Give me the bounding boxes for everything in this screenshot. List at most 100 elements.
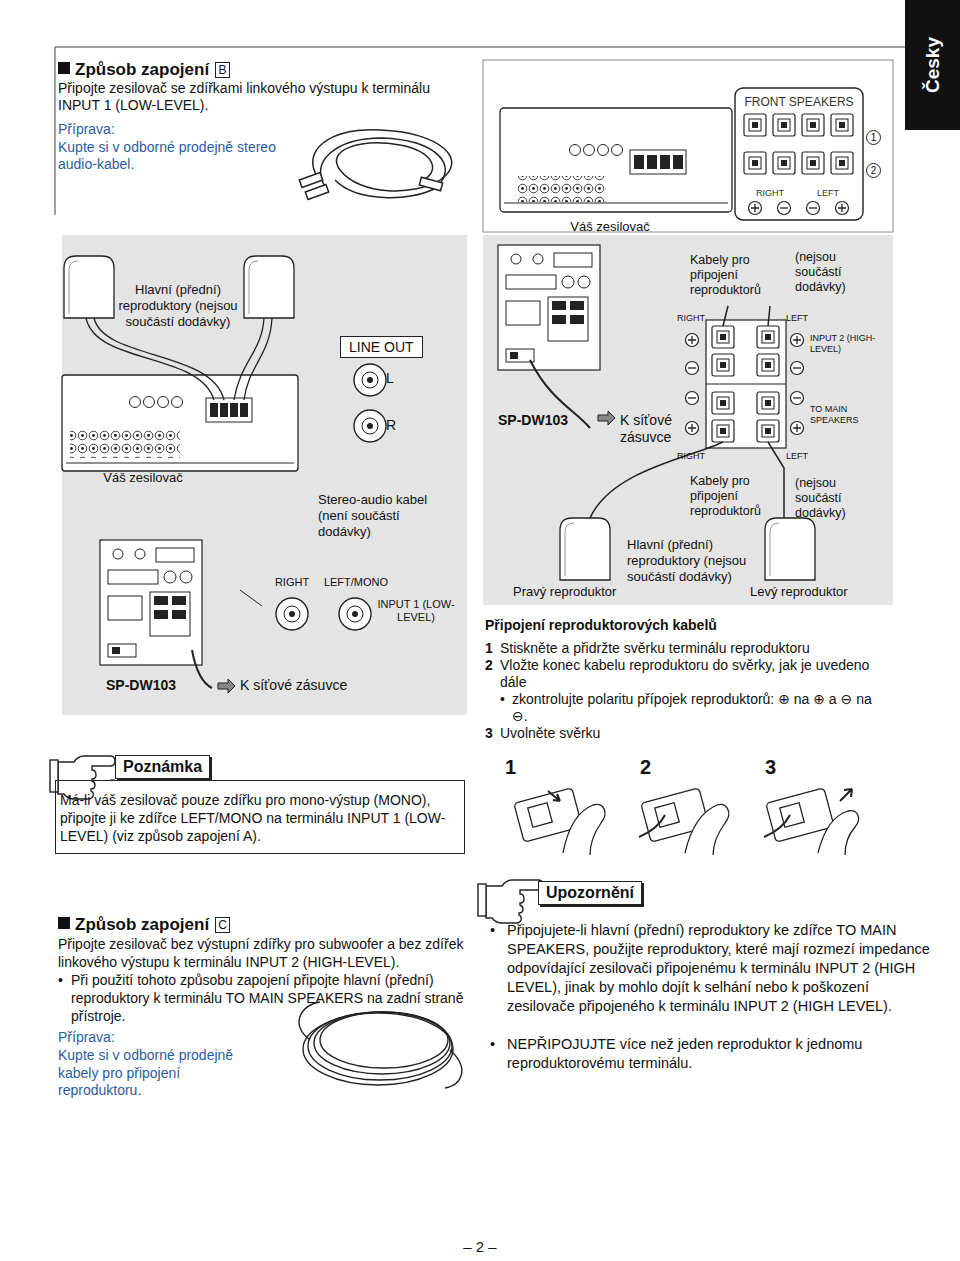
audio-cable <box>299 172 322 187</box>
note-tab: Poznámka <box>115 755 210 779</box>
channel-label: LEFT <box>777 451 817 462</box>
pointing-hand-icon <box>478 880 543 923</box>
bullet-text: • <box>490 921 495 940</box>
channel-label: RIGHT <box>671 451 711 462</box>
terminal-label-text: TO MAIN SPEAKERS <box>810 404 870 426</box>
audio-cable <box>320 138 445 198</box>
node-text: C <box>218 919 227 931</box>
pointing-hand-icon <box>50 756 543 923</box>
method-c-panel <box>712 420 734 442</box>
step-text: Uvolněte svěrku <box>500 725 720 742</box>
method-b-panel <box>352 611 358 617</box>
circled-number: 2 <box>866 163 881 178</box>
instruction-text-text: Při použití tohoto způsobu zapojení přip… <box>71 971 467 1025</box>
terminal-label-text: INPUT 1 (LOW-LEVEL) <box>376 598 456 624</box>
method-c-panel <box>686 362 699 375</box>
audio-cable <box>313 130 452 191</box>
speaker-terminal-panel <box>802 152 824 174</box>
instruction-text: Při použití tohoto způsobu zapojení přip… <box>71 971 467 1025</box>
method-b-panel <box>362 418 378 434</box>
method-b-panel <box>210 403 218 417</box>
node-text: Poznámka <box>123 758 202 775</box>
node-text: Má-li váš zesilovač pouze zdířku pro mon… <box>60 792 445 844</box>
bullet-text: • <box>490 1035 495 1054</box>
amplifier-drawing <box>518 176 606 202</box>
method-b-panel <box>62 235 467 715</box>
method-b-panel <box>100 540 202 665</box>
cable-caption-text: Stereo-audio kabel (není součástí dodávk… <box>318 492 436 540</box>
method-b-panel <box>220 403 228 417</box>
instruction-text: Připojte zesilovač se zdířkami linkového… <box>58 80 468 114</box>
step-number-text: 3 <box>485 725 493 742</box>
method-c-panel <box>712 326 734 348</box>
step-illustration <box>818 811 859 855</box>
device-caption: Váš zesilovač <box>554 219 666 235</box>
language-tab: Česky <box>905 0 960 130</box>
step-text: Stiskněte a přidržte svěrku terminálu re… <box>500 640 890 657</box>
step-text: zkontrolujte polaritu přípojek reprodukt… <box>512 691 887 725</box>
model-name-text: SP-DW103 <box>106 677 176 694</box>
method-c-panel <box>791 362 804 375</box>
channel-label-text: LEFT <box>786 313 808 324</box>
method-b-panel <box>66 463 294 464</box>
device-caption: Váš zesilovač <box>83 470 203 486</box>
node-text: 2 <box>871 166 877 176</box>
method-c-panel <box>723 306 728 326</box>
speaker-terminal-panel <box>773 152 795 174</box>
method-c-panel <box>706 384 786 385</box>
channel-label: RIGHT <box>671 313 711 324</box>
preparation-text: Kupte si v odborné prodejně stereo audio… <box>58 139 278 173</box>
preparation-text-text: Kupte si v odborné prodejně stereo audio… <box>58 139 278 173</box>
speaker-terminal-panel <box>735 88 863 220</box>
preparation-text: Kupte si v odborné prodejně kabely pro p… <box>58 1047 248 1100</box>
amplifier-drawing <box>660 155 670 169</box>
page-number: – 2 – <box>440 1238 520 1256</box>
method-b-panel <box>284 606 300 622</box>
jack-label-text: R <box>386 417 396 433</box>
model-name: SP-DW103 <box>106 677 206 694</box>
preparation-heading-text: Příprava: <box>58 1029 115 1047</box>
device-caption-text: Váš zesilovač <box>570 219 649 235</box>
node-text: B <box>218 64 226 76</box>
method-b-panel <box>347 606 363 622</box>
method-c-panel <box>483 235 893 605</box>
amplifier-drawing <box>630 150 686 174</box>
caution-tab: Upozornění <box>538 881 642 905</box>
step-number: 3 <box>485 725 498 742</box>
method-b-panel <box>172 397 183 408</box>
power-caption: K síťové zásuvce <box>240 677 380 694</box>
step-text-text: Vložte konec kabelu reproduktoru do svěr… <box>500 657 885 691</box>
bullet-text: • <box>58 971 63 989</box>
terminal-label: INPUT 2 (HIGH-LEVEL) <box>810 333 880 355</box>
model-name: SP-DW103 <box>498 412 588 429</box>
step-number-text: 1 <box>485 640 493 657</box>
amplifier-drawing <box>612 145 623 156</box>
power-caption-text: K síťové zásuvce <box>620 412 684 446</box>
method-c-panel <box>712 354 734 376</box>
step-text-text: zkontrolujte polaritu přípojek reprodukt… <box>512 691 887 725</box>
step-illustration <box>639 788 729 855</box>
method-b-panel <box>289 611 295 617</box>
power-caption: K síťové zásuvce <box>620 412 684 446</box>
cable-caption: Stereo-audio kabel (není součástí dodávk… <box>318 492 436 540</box>
step-illustration <box>764 788 859 855</box>
step-illustration <box>764 815 790 837</box>
speaker-caption-text: Pravý reproduktor <box>513 584 616 600</box>
method-c-panel <box>706 320 786 448</box>
preparation-heading: Příprava: <box>58 121 258 138</box>
method-b-panel <box>130 397 141 408</box>
speaker-cable-coil <box>299 1002 462 1088</box>
speaker-terminal-panel <box>807 202 820 215</box>
section-heading: Způsob zapojení <box>75 60 275 80</box>
preparation-text-text: Kupte si v odborné prodejně kabely pro p… <box>58 1047 248 1100</box>
jack-label-text: RIGHT <box>275 576 309 589</box>
jack-label: R <box>386 417 402 433</box>
method-c-panel <box>686 392 699 405</box>
preparation-heading-text: Příprava: <box>58 121 115 138</box>
amplifier-drawing <box>500 108 732 212</box>
instruction-text-text: Připojte zesilovač bez výstupní zdířky p… <box>58 935 468 971</box>
speaker-terminal-panel <box>735 88 863 220</box>
speaker-terminal-panel <box>802 114 824 136</box>
cable-caption: Kabely pro připojení reproduktorů <box>690 253 778 298</box>
